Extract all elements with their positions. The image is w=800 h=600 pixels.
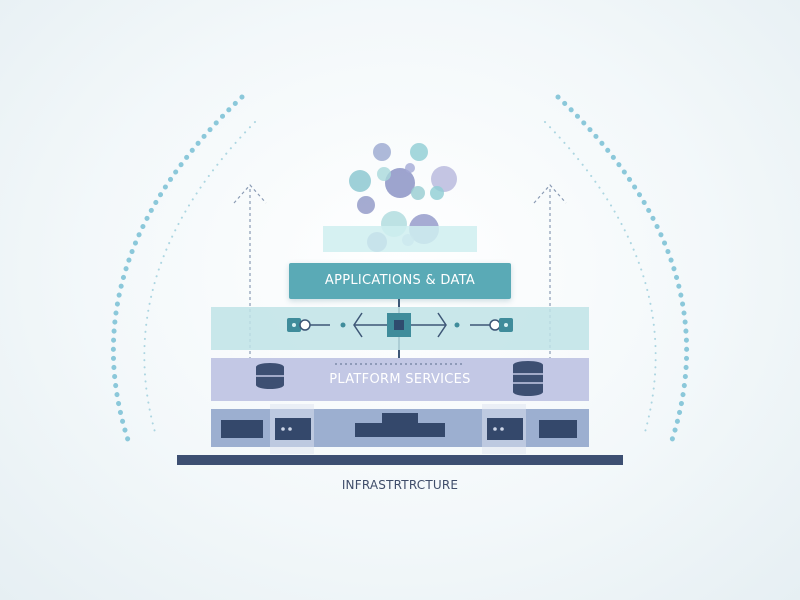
applications-data-layer: APPLICATIONS & DATA — [289, 263, 511, 299]
database-icon-left — [256, 363, 284, 389]
platform-label: PLATFORM SERVICES — [329, 372, 471, 387]
base-platform-line — [177, 455, 623, 465]
infrastructure-label: INFRASTRTRCTURE — [341, 478, 459, 492]
server-rack-icons — [221, 413, 577, 440]
top-layer-bar — [323, 226, 477, 252]
platform-services-layer: PLATFORM SERVICES — [211, 358, 589, 401]
database-icon-right — [513, 361, 543, 396]
applications-label: APPLICATIONS & DATA — [324, 273, 476, 288]
integration-connectors — [287, 312, 513, 338]
